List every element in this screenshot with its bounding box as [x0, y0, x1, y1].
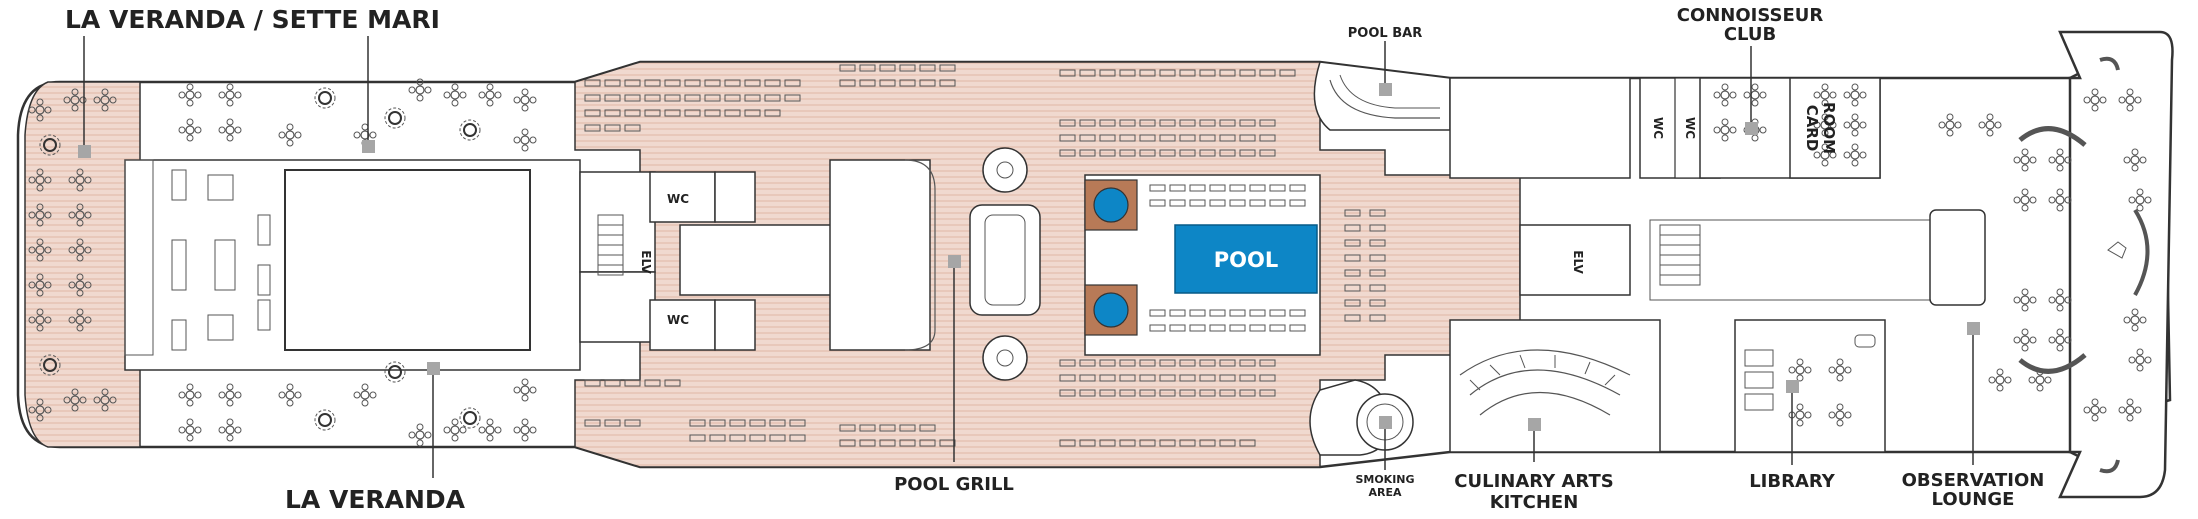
- marker-la-veranda-sette-mari: [362, 140, 375, 153]
- marker-pool-grill: [948, 255, 961, 268]
- label-pool-grill: POOL GRILL: [894, 474, 1014, 495]
- observation-lounge-room: [1938, 56, 2152, 474]
- label-elv-aft: ELV: [639, 250, 653, 274]
- marker-la-veranda-sette-mari-aft: [78, 145, 91, 158]
- label-wc-aft-upper: WC: [667, 192, 689, 206]
- marker-connoisseur-club: [1745, 122, 1758, 135]
- label-culinary-line2: KITCHEN: [1490, 492, 1579, 513]
- label-observation-line2: LOUNGE: [1932, 489, 2015, 510]
- connoisseur-club-room: [1699, 77, 1881, 179]
- marker-pool-bar: [1379, 83, 1392, 96]
- location-markers: [78, 83, 1980, 431]
- culinary-arts-kitchen-room: [1449, 319, 1661, 453]
- label-la-veranda-sette-mari: LA VERANDA / SETTE MARI: [65, 5, 440, 34]
- pool: [1174, 224, 1318, 294]
- pool-grill-structure: [829, 147, 1041, 381]
- marker-observation-lounge: [1967, 322, 1980, 335]
- label-pool-bar: POOL BAR: [1348, 26, 1422, 41]
- label-wc-aft-lower: WC: [667, 313, 689, 327]
- marker-library: [1786, 380, 1799, 393]
- label-smoking-line2: AREA: [1368, 486, 1401, 499]
- label-observation-line1: OBSERVATION: [1902, 470, 2045, 491]
- restaurant-core: [124, 159, 581, 371]
- labels: LA VERANDA / SETTE MARI LA VERANDA POOL …: [65, 5, 2044, 514]
- library-room: [1734, 319, 1886, 453]
- label-library: LIBRARY: [1749, 471, 1836, 492]
- label-wc-forward-2: WC: [1683, 117, 1697, 139]
- label-card-line2: ROOM: [1820, 102, 1838, 154]
- aft-deck-wood: [24, 81, 141, 448]
- marker-smoking-area: [1379, 416, 1392, 429]
- label-elv-forward: ELV: [1571, 250, 1585, 274]
- label-connoisseur-line2: CLUB: [1724, 24, 1776, 45]
- label-card-line1: CARD: [1803, 105, 1821, 152]
- label-smoking-line1: SMOKING: [1355, 473, 1414, 486]
- marker-culinary-arts-kitchen: [1528, 418, 1541, 431]
- label-wc-forward-1: WC: [1651, 117, 1665, 139]
- label-connoisseur-line1: CONNOISSEUR: [1677, 5, 1824, 26]
- pool-area: [1084, 174, 1321, 356]
- leader-lines: [83, 36, 1974, 478]
- label-culinary-line1: CULINARY ARTS: [1454, 471, 1613, 492]
- label-pool: POOL: [1214, 248, 1278, 272]
- marker-la-veranda: [427, 362, 440, 375]
- label-la-veranda: LA VERANDA: [285, 485, 466, 514]
